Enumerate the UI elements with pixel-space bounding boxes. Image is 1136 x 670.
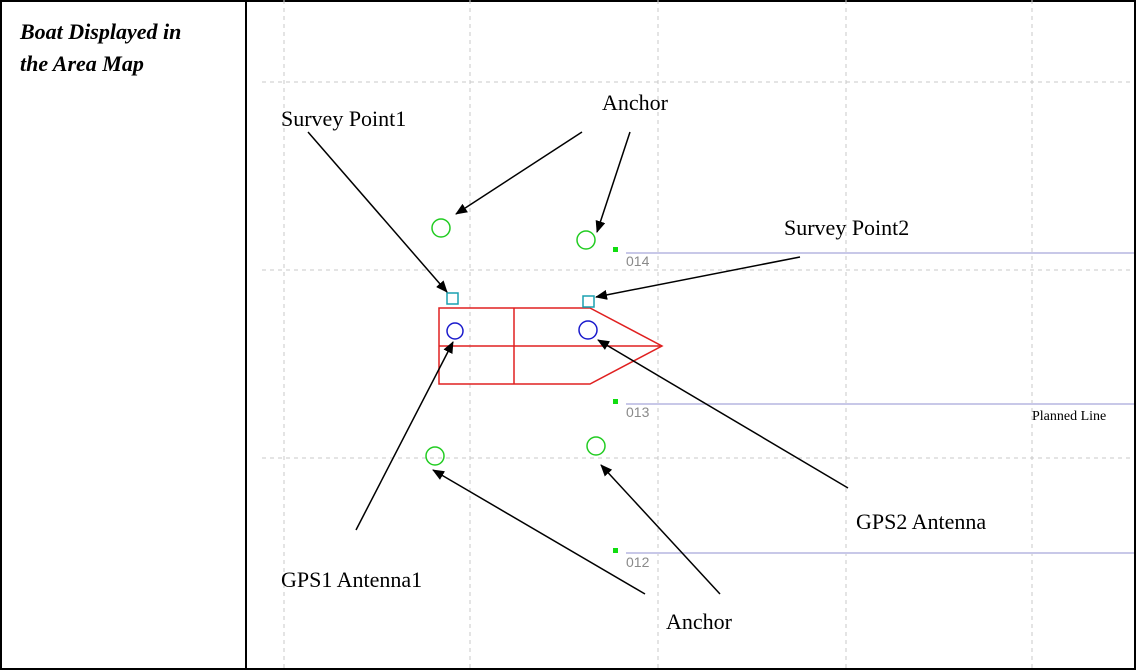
gps2-antenna-marker <box>578 320 598 340</box>
anchor-marker <box>425 446 445 466</box>
column-divider <box>245 0 247 670</box>
planned-line-number: 014 <box>626 253 650 269</box>
planned-line-012: 012 <box>613 548 1134 570</box>
anchor-marker <box>431 218 451 238</box>
line-marker <box>613 247 618 252</box>
planned-line-013: 013 Planned Line <box>613 399 1134 424</box>
annotation-survey-point1: Survey Point1 <box>281 106 406 131</box>
planned-line-number: 012 <box>626 554 650 570</box>
annotation-survey-point2: Survey Point2 <box>784 215 909 240</box>
area-map: 014 013 Planned Line 012 Anchor Su <box>262 0 1134 668</box>
line-marker <box>613 399 618 404</box>
annotation-anchor-top: Anchor <box>602 90 669 115</box>
boat-outline <box>438 307 664 385</box>
survey-point2-marker <box>582 295 595 308</box>
annotation-gps2: GPS2 Antenna <box>856 509 986 534</box>
survey-point1-marker <box>446 292 459 305</box>
planned-line-number: 013 <box>626 404 650 420</box>
row-label-line2: the Area Map <box>20 51 144 76</box>
gps1-antenna-marker <box>446 322 464 340</box>
anchor-marker <box>586 436 606 456</box>
anchor-marker <box>576 230 596 250</box>
row-label-line1: Boat Displayed in <box>20 19 182 44</box>
row-label: Boat Displayed in the Area Map <box>20 16 240 80</box>
line-marker <box>613 548 618 553</box>
map-grid <box>262 0 1134 668</box>
annotation-anchor-bottom: Anchor <box>666 609 733 634</box>
annotation-gps1: GPS1 Antenna1 <box>281 567 422 592</box>
annotation-arrows <box>307 131 849 595</box>
planned-line-label: Planned Line <box>1032 409 1106 424</box>
planned-line-014: 014 <box>613 247 1134 269</box>
